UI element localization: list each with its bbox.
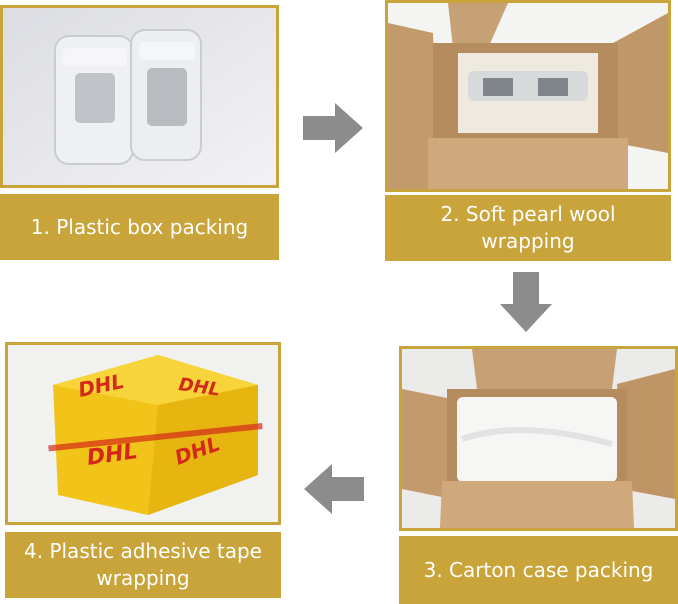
step-1-caption: 1. Plastic box packing	[0, 194, 279, 260]
photo-carton-case	[399, 346, 678, 531]
photo-plastic-box	[0, 5, 279, 188]
photo-adhesive-tape: DHL DHL DHL DHL	[5, 342, 281, 525]
photo-pearl-wool	[385, 0, 671, 192]
step-3-caption: 3. Carton case packing	[399, 536, 678, 604]
step-4-caption: 4. Plastic adhesive tape wrapping	[5, 532, 281, 598]
arrow-right-icon	[303, 103, 363, 153]
step-2-caption: 2. Soft pearl wool wrapping	[385, 195, 671, 261]
arrow-down-icon	[500, 272, 552, 332]
arrow-left-icon	[304, 464, 364, 514]
